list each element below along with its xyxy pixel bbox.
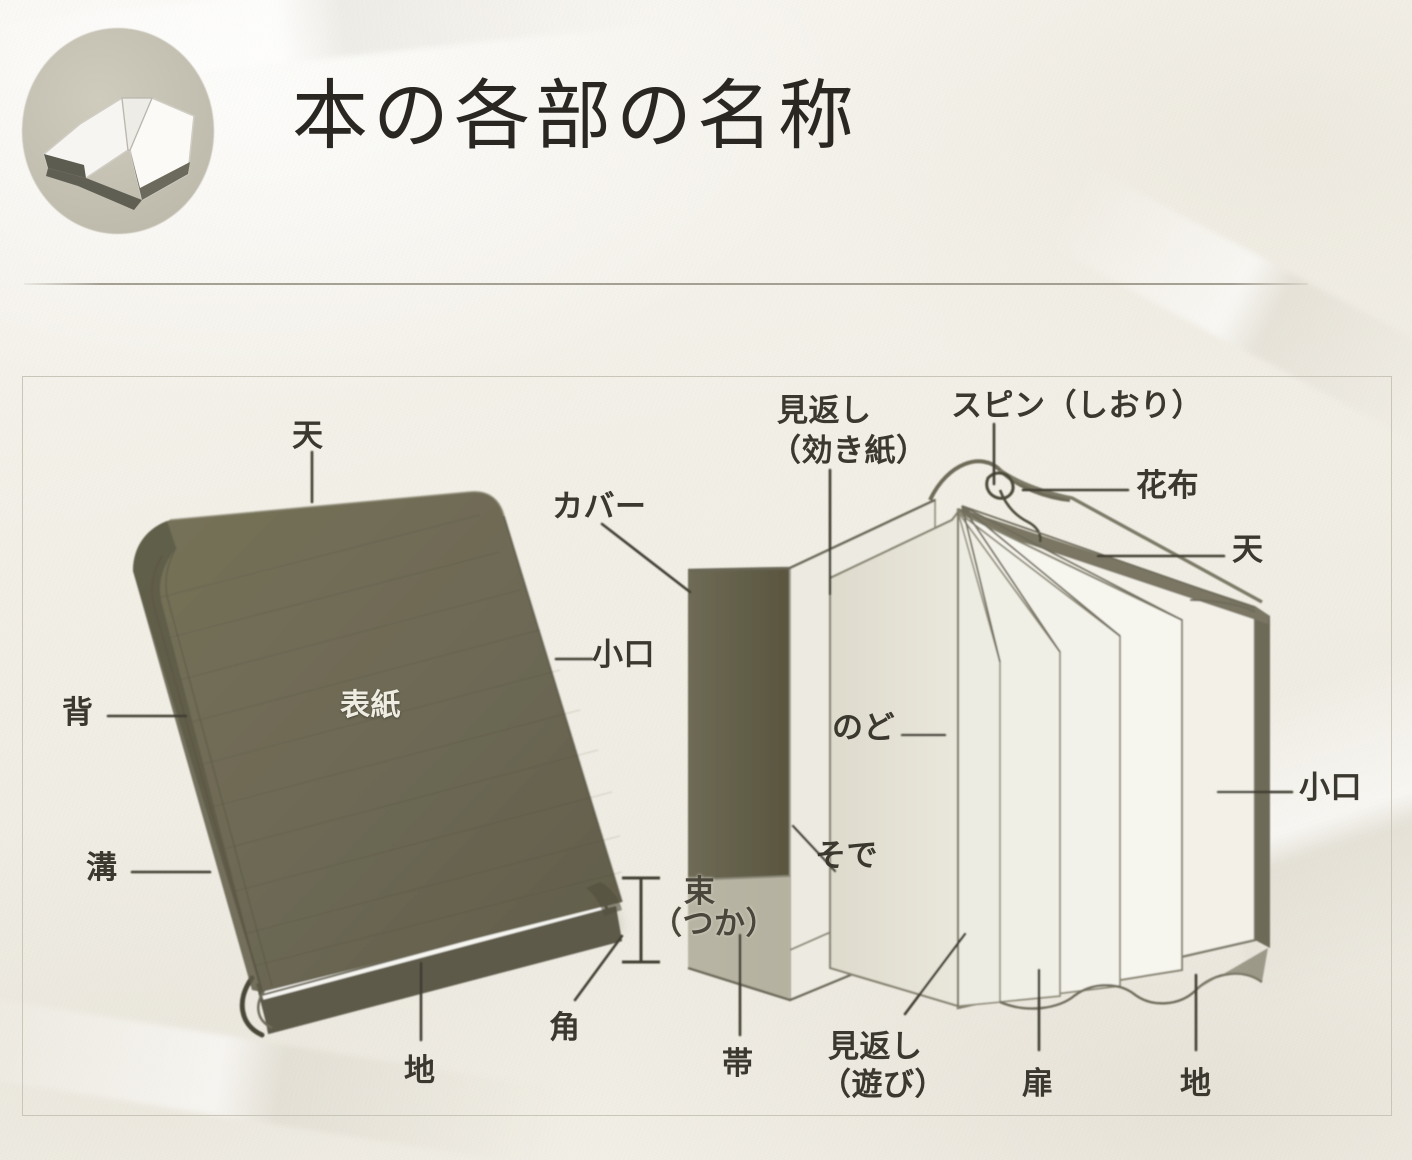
label-nodo: のど xyxy=(832,710,895,746)
label-mikaeshi-asobi-line1: 見返し xyxy=(828,1029,923,1065)
label-spin: スピン（しおり） xyxy=(951,388,1203,424)
page-title: 本の各部の名称 xyxy=(292,71,859,160)
header-divider-rule xyxy=(24,283,1308,285)
label-koguchi-right: 小口 xyxy=(1299,770,1362,806)
label-tobira: 扉 xyxy=(1022,1066,1054,1102)
diagram-frame-border xyxy=(22,376,1392,1116)
label-mizo: 溝 xyxy=(86,850,118,886)
label-ji-right: 地 xyxy=(1180,1066,1212,1102)
label-hanagire: 花布 xyxy=(1136,468,1199,504)
label-ten-right: 天 xyxy=(1232,532,1264,568)
label-ji-left: 地 xyxy=(404,1053,436,1089)
page-header: 本の各部の名称 xyxy=(0,0,1412,300)
label-tuka-line2: （つか） xyxy=(651,906,777,942)
label-hyoushi: 表紙 xyxy=(340,688,401,723)
label-cover: カバー xyxy=(552,489,647,525)
label-tuka-line1: 束 xyxy=(684,874,716,910)
label-se: 背 xyxy=(62,695,94,731)
label-ten-left: 天 xyxy=(292,418,324,454)
label-mikaeshi-asobi-line2: （遊び） xyxy=(820,1067,946,1103)
open-book-icon xyxy=(43,96,195,210)
label-koguchi-left: 小口 xyxy=(592,637,655,673)
label-kado: 角 xyxy=(549,1010,581,1046)
label-mikaeshi-kikigami-line2: （効き紙） xyxy=(770,433,928,469)
label-mikaeshi-kikigami-line1: 見返し xyxy=(777,393,872,429)
label-sode: そで xyxy=(815,838,878,874)
label-obi: 帯 xyxy=(722,1046,754,1082)
